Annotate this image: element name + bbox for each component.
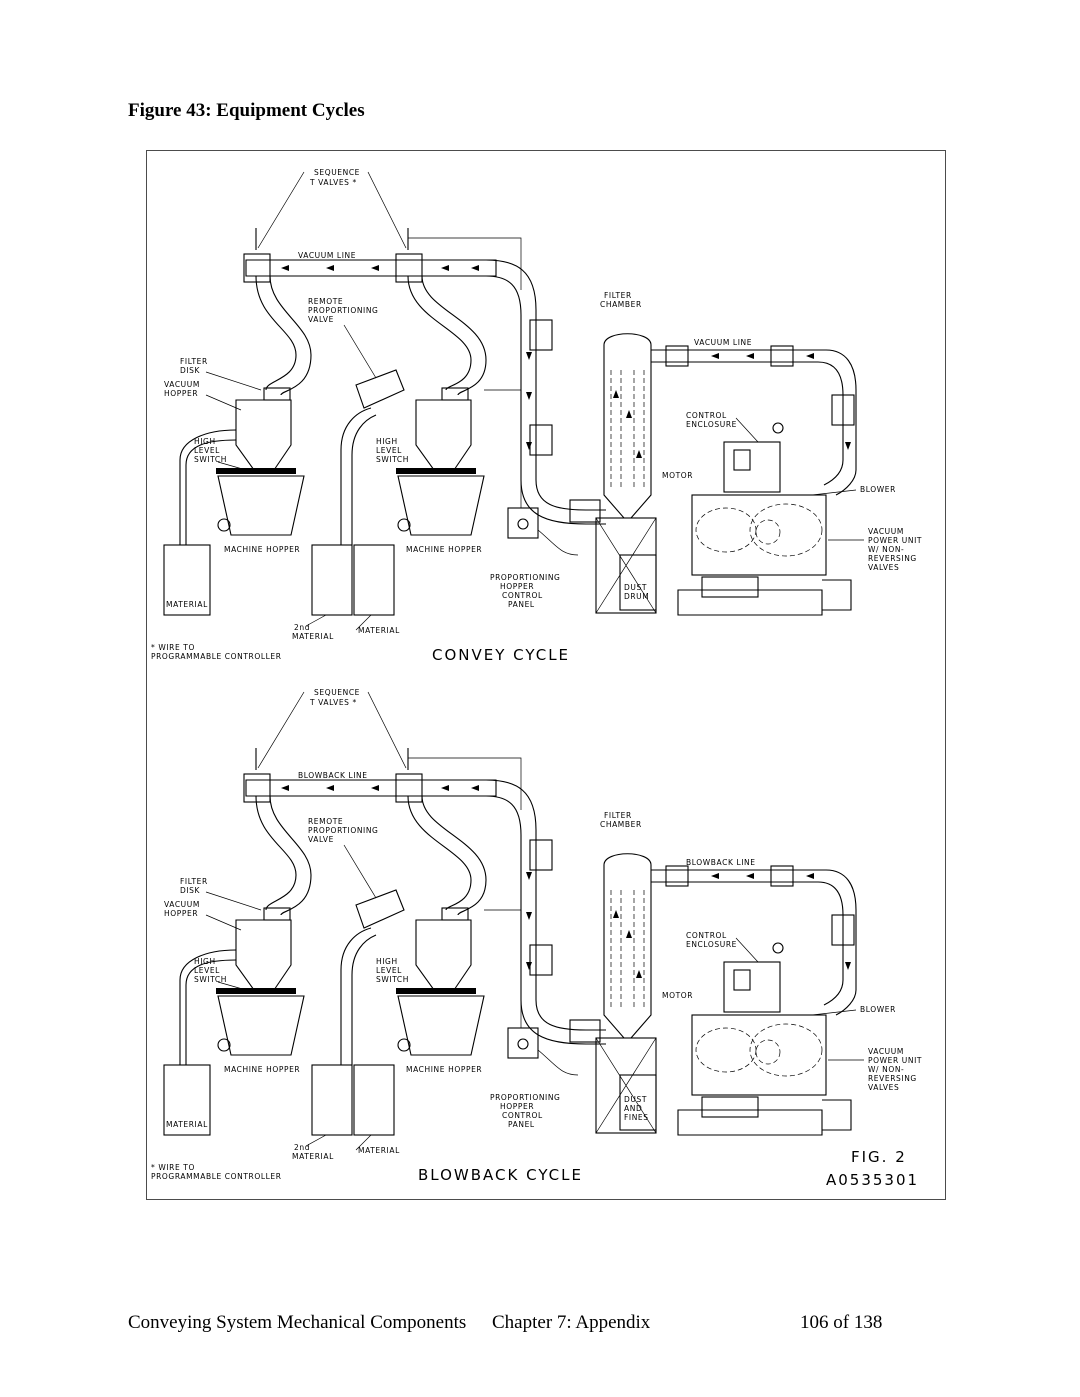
high-label: HIGH <box>194 437 216 446</box>
drawing-number: A0535301 <box>826 1171 919 1189</box>
valve-label: VALVE <box>308 835 334 844</box>
remote-label: REMOTE <box>308 817 343 826</box>
machine-hopper-label: MACHINE HOPPER <box>224 1065 300 1074</box>
vacuum-label: VACUUM <box>164 900 200 909</box>
blowback-cycle-label: BLOWBACK CYCLE <box>418 1166 583 1184</box>
filter-chamber-1-label: FILTER <box>604 811 632 820</box>
footer-section: Conveying System Mechanical Components <box>128 1312 467 1333</box>
sequence-label: SEQUENCE <box>314 688 360 697</box>
blower-label: BLOWER <box>860 1005 896 1014</box>
material-label: MATERIAL <box>358 626 400 635</box>
machine-hopper-label: MACHINE HOPPER <box>406 545 482 554</box>
programmable-controller-label: PROGRAMMABLE CONTROLLER <box>151 652 282 661</box>
control-panel-4-label: PANEL <box>508 600 535 609</box>
control-enclosure-2-label: ENCLOSURE <box>686 420 737 429</box>
hopper-label: HOPPER <box>164 909 198 918</box>
machine-hopper-label: MACHINE HOPPER <box>406 1065 482 1074</box>
blowback-line-label: BLOWBACK LINE <box>298 771 368 780</box>
remote-label: REMOTE <box>308 297 343 306</box>
control-panel-1-label: PROPORTIONING <box>490 573 560 582</box>
disk-label: DISK <box>180 886 201 895</box>
level-label: LEVEL <box>194 446 220 455</box>
t-valves-label: T VALVES * <box>309 698 357 707</box>
hopper-label: HOPPER <box>164 389 198 398</box>
blowback-cycle-panel: SEQUENCE T VALVES * <box>151 688 922 1189</box>
and-label: AND <box>624 1104 642 1113</box>
vpu-5-label: VALVES <box>868 563 899 572</box>
control-panel-2-label: HOPPER <box>500 582 534 591</box>
control-panel-3-label: CONTROL <box>502 591 543 600</box>
control-enclosure-2-label: ENCLOSURE <box>686 940 737 949</box>
drum-label: DRUM <box>624 592 649 601</box>
vacuum-label: VACUUM <box>164 380 200 389</box>
dust-label: DUST <box>624 583 647 592</box>
level-label: LEVEL <box>194 966 220 975</box>
convey-cycle-label: CONVEY CYCLE <box>432 646 570 664</box>
filter-label: FILTER <box>180 877 208 886</box>
control-panel-3-label: CONTROL <box>502 1111 543 1120</box>
footer-page-number: 106 of 138 <box>800 1312 883 1333</box>
control-enclosure-1-label: CONTROL <box>686 931 727 940</box>
material-label: MATERIAL <box>358 1146 400 1155</box>
vpu-1-label: VACUUM <box>868 1047 904 1056</box>
switch-label: SWITCH <box>194 975 227 984</box>
fig-label: FIG. 2 <box>851 1148 907 1166</box>
motor-label: MOTOR <box>662 991 693 1000</box>
valve-label: VALVE <box>308 315 334 324</box>
switch-label: SWITCH <box>376 975 409 984</box>
vpu-2-label: POWER UNIT <box>868 1056 922 1065</box>
t-valves-label: T VALVES * <box>309 178 357 187</box>
level-label: LEVEL <box>376 446 402 455</box>
vpu-3-label: W/ NON- <box>868 545 904 554</box>
switch-label: SWITCH <box>376 455 409 464</box>
high-label: HIGH <box>376 957 398 966</box>
filter-chamber-2-label: CHAMBER <box>600 300 642 309</box>
diagram-border <box>146 150 946 1200</box>
proportioning-label: PROPORTIONING <box>308 826 378 835</box>
footer-chapter: Chapter 7: Appendix <box>492 1312 651 1333</box>
control-enclosure-1-label: CONTROL <box>686 411 727 420</box>
figure-title: Figure 43: Equipment Cycles <box>128 100 365 121</box>
dust-label-2: DUST <box>624 1095 647 1104</box>
material-label: MATERIAL <box>292 632 334 641</box>
fines-label: FINES <box>624 1113 649 1122</box>
vpu-4-label: REVERSING <box>868 1074 917 1083</box>
machine-hopper-label: MACHINE HOPPER <box>224 545 300 554</box>
second-label: 2nd <box>294 623 310 632</box>
vpu-2-label: POWER UNIT <box>868 536 922 545</box>
wire-to-label: * WIRE TO <box>151 1163 195 1172</box>
high-label: HIGH <box>376 437 398 446</box>
high-label: HIGH <box>194 957 216 966</box>
vpu-5-label: VALVES <box>868 1083 899 1092</box>
equipment-cycles-diagram: SEQUENCE T VALVES * <box>146 150 946 1200</box>
vpu-3-label: W/ NON- <box>868 1065 904 1074</box>
filter-chamber-2-label: CHAMBER <box>600 820 642 829</box>
motor-label: MOTOR <box>662 471 693 480</box>
control-panel-2-label: HOPPER <box>500 1102 534 1111</box>
material-label: MATERIAL <box>166 600 208 609</box>
control-panel-4-label: PANEL <box>508 1120 535 1129</box>
proportioning-label: PROPORTIONING <box>308 306 378 315</box>
filter-label: FILTER <box>180 357 208 366</box>
switch-label: SWITCH <box>194 455 227 464</box>
level-label: LEVEL <box>376 966 402 975</box>
blower-label: BLOWER <box>860 485 896 494</box>
vacuum-line-label: VACUUM LINE <box>298 251 356 260</box>
second-label: 2nd <box>294 1143 310 1152</box>
programmable-controller-label: PROGRAMMABLE CONTROLLER <box>151 1172 282 1181</box>
filter-chamber-1-label: FILTER <box>604 291 632 300</box>
convey-cycle-panel: SEQUENCE T VALVES * <box>151 168 922 664</box>
disk-label: DISK <box>180 366 201 375</box>
sequence-label: SEQUENCE <box>314 168 360 177</box>
material-label: MATERIAL <box>166 1120 208 1129</box>
vpu-4-label: REVERSING <box>868 554 917 563</box>
control-panel-1-label: PROPORTIONING <box>490 1093 560 1102</box>
wire-to-label: * WIRE TO <box>151 643 195 652</box>
material-label: MATERIAL <box>292 1152 334 1161</box>
blowback-line-label-2: BLOWBACK LINE <box>686 858 756 867</box>
vacuum-line-label-2: VACUUM LINE <box>694 338 752 347</box>
vpu-1-label: VACUUM <box>868 527 904 536</box>
